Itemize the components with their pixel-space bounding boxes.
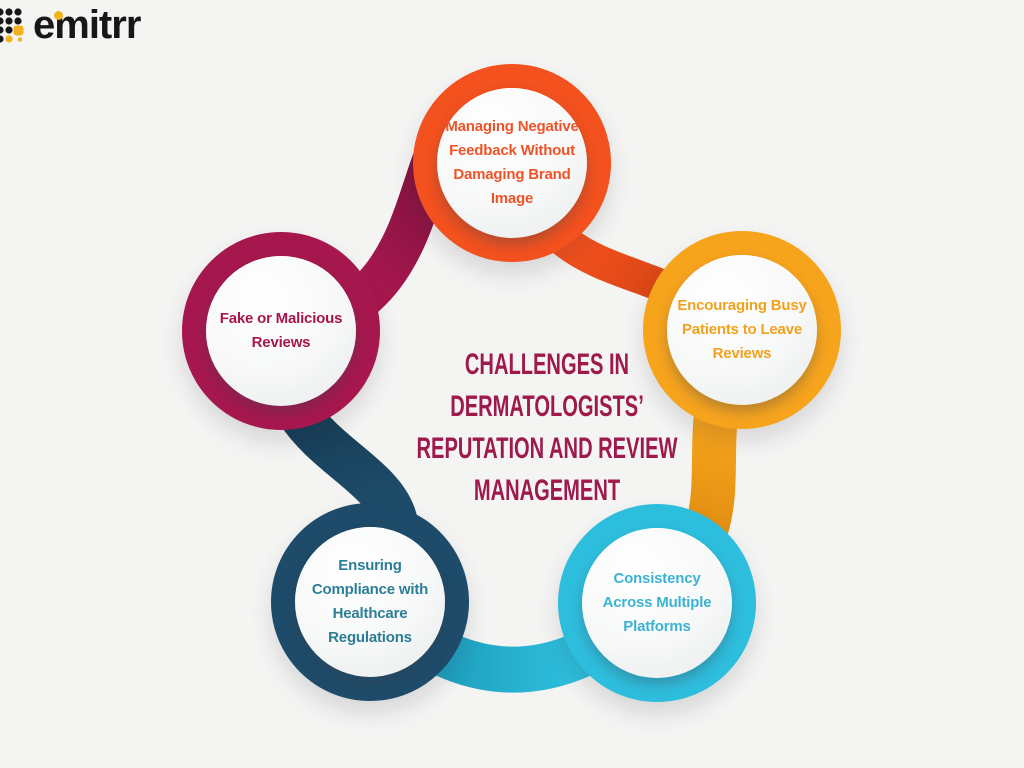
node-inner-circle: Encouraging Busy Patients to Leave Revie… [667, 255, 817, 405]
emitrr-logo: emitrr [0, 3, 141, 47]
node-encouraging-busy-patients: Encouraging Busy Patients to Leave Revie… [643, 231, 841, 429]
node-label: Consistency Across Multiple Platforms [602, 570, 712, 635]
node-label: Encouraging Busy Patients to Leave Revie… [677, 297, 807, 362]
emitrr-logo-icon [0, 8, 24, 43]
node-label: Ensuring Compliance with Healthcare Regu… [311, 557, 429, 646]
logo-i-accent-dot [54, 11, 63, 20]
node-inner-circle: Ensuring Compliance with Healthcare Regu… [295, 527, 445, 677]
node-fake-or-malicious-reviews: Fake or Malicious Reviews [182, 232, 380, 430]
node-label: Managing Negative Feedback Without Damag… [445, 118, 579, 207]
node-inner-circle: Consistency Across Multiple Platforms [582, 528, 732, 678]
node-managing-negative-feedback: Managing Negative Feedback Without Damag… [413, 64, 611, 262]
page-title: CHALLENGES IN DERMATOLOGISTS’ REPUTATION… [416, 348, 678, 507]
emitrr-wordmark: emitrr [33, 3, 141, 47]
node-ensuring-compliance: Ensuring Compliance with Healthcare Regu… [271, 503, 469, 701]
node-consistency-across-platforms: Consistency Across Multiple Platforms [558, 504, 756, 702]
node-inner-circle: Managing Negative Feedback Without Damag… [437, 88, 587, 238]
node-label: Fake or Malicious Reviews [219, 310, 343, 351]
node-inner-circle: Fake or Malicious Reviews [206, 256, 356, 406]
